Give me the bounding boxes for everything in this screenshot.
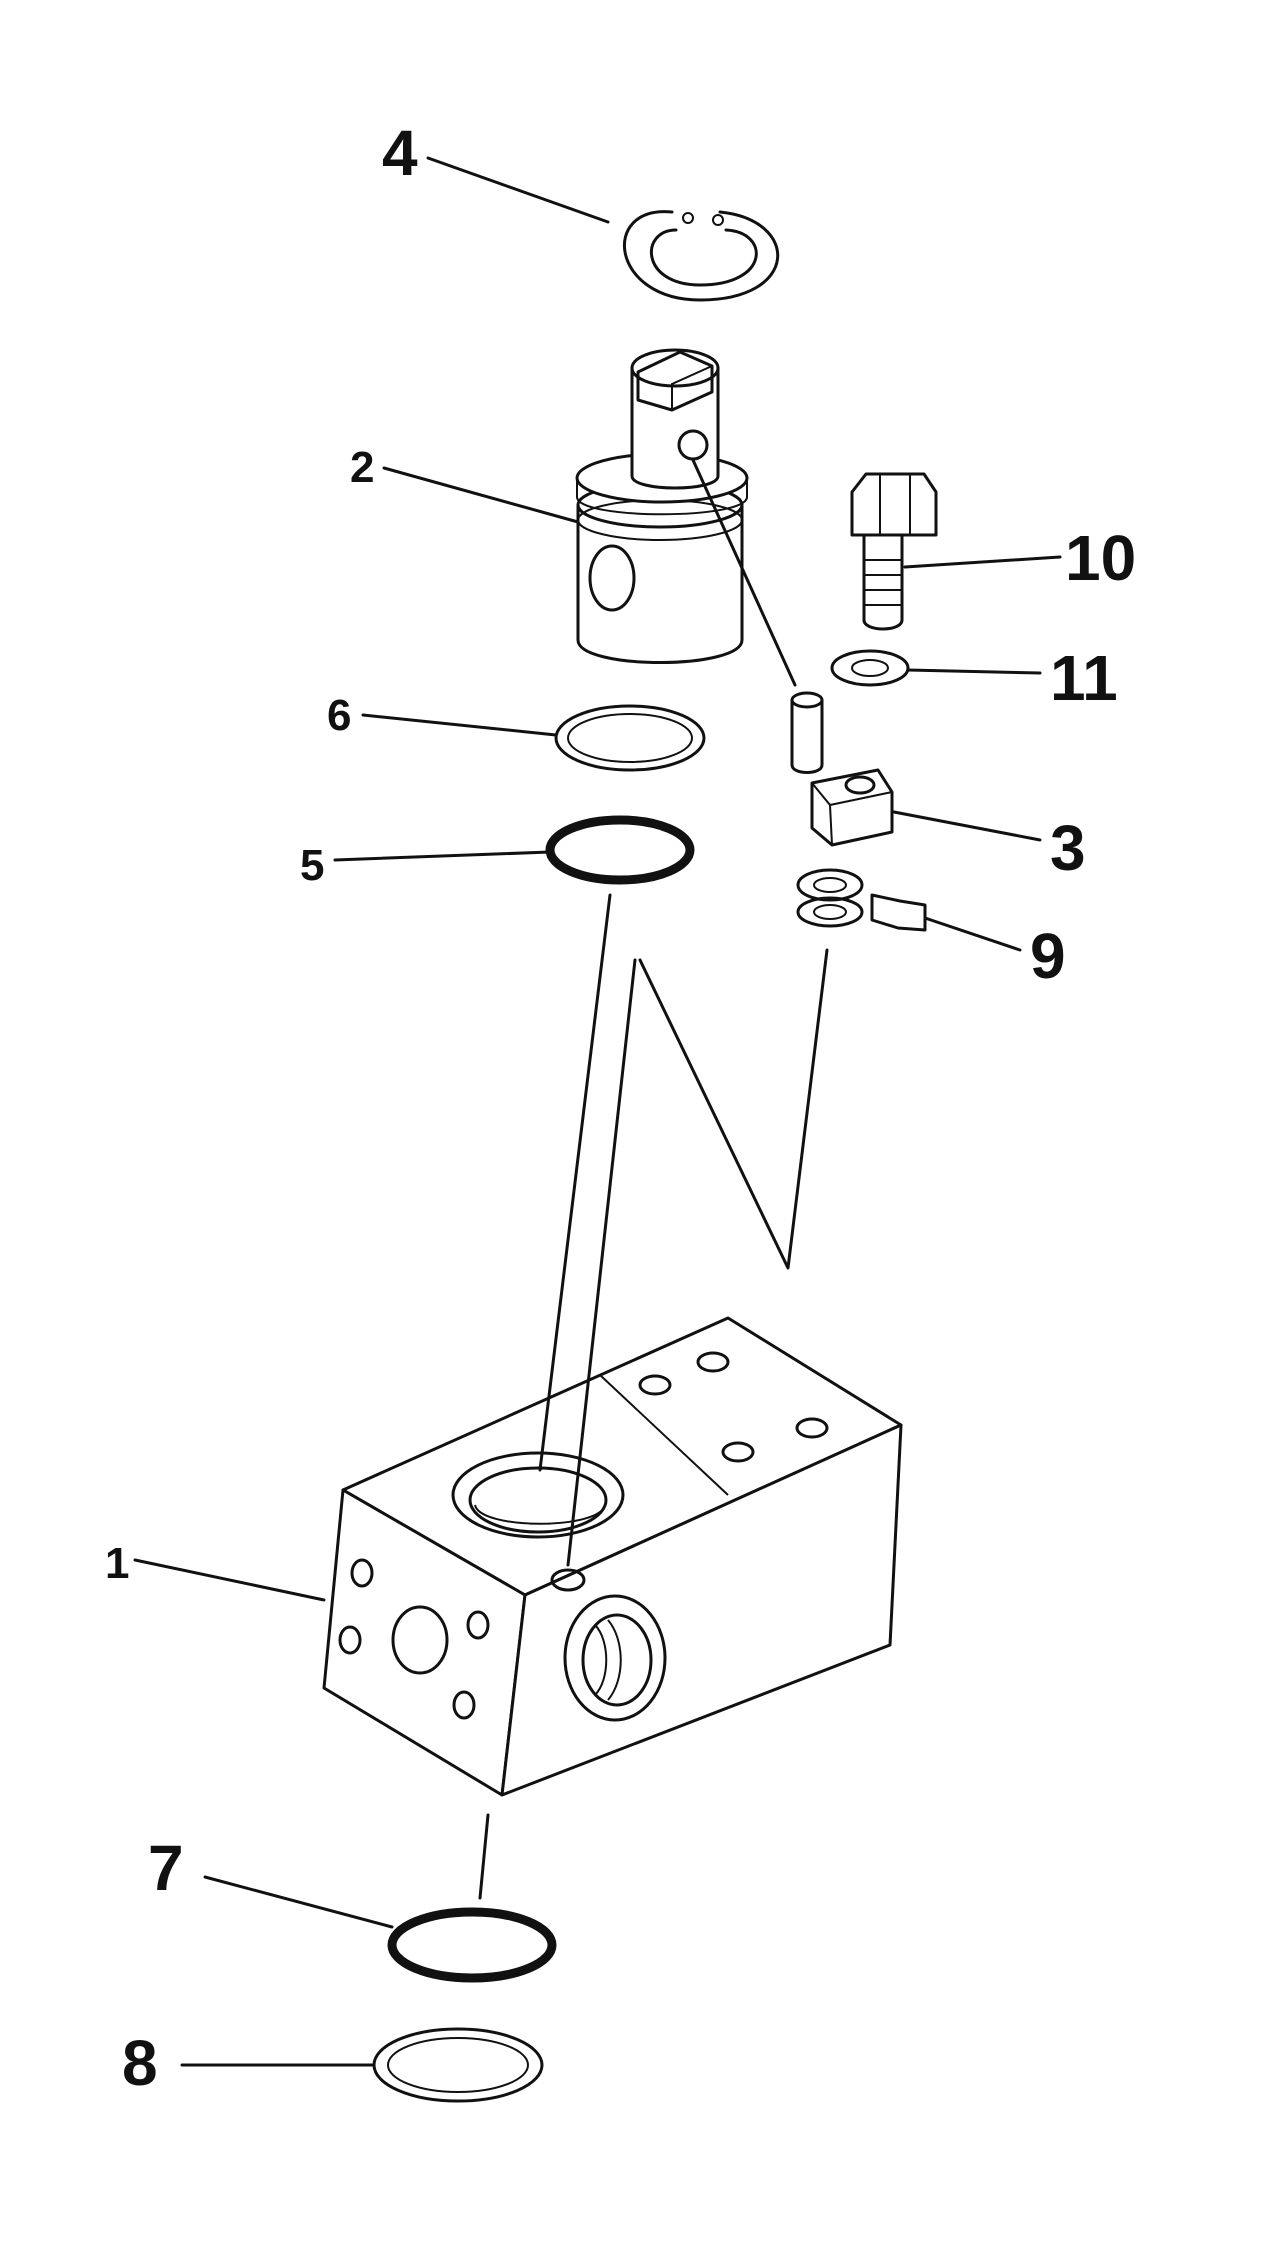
- leader-5: [333, 850, 552, 862]
- part-8-backup-ring: [372, 2027, 544, 2103]
- callout-2: 2: [350, 443, 374, 492]
- part-5-o-ring: [545, 815, 695, 885]
- part-3-stopper: [790, 691, 894, 847]
- part-4-snap-ring: [623, 210, 780, 302]
- callout-labels: 4 2 10 11 6 5 3 9 1 7 8: [105, 117, 1136, 2099]
- part-2-plunger: [575, 348, 749, 664]
- callout-1: 1: [105, 1539, 129, 1588]
- leader-1: [133, 1558, 326, 1602]
- part-9-screw-washer: [796, 868, 927, 932]
- callout-3: 3: [1050, 812, 1086, 884]
- leader-4: [426, 156, 610, 224]
- callout-5: 5: [300, 841, 324, 890]
- part-1-valve-body: [322, 1316, 903, 1797]
- part-11-washer: [830, 649, 910, 687]
- callout-6: 6: [327, 691, 351, 740]
- callout-4: 4: [382, 117, 418, 189]
- callout-11: 11: [1050, 642, 1118, 714]
- callout-9: 9: [1030, 920, 1066, 992]
- leader-7: [203, 1875, 394, 1929]
- part-10-bolt: [850, 472, 938, 631]
- assembly-guide-lines: [478, 458, 829, 1900]
- leader-9: [923, 916, 1022, 952]
- leader-11: [906, 668, 1042, 675]
- part-6-backup-ring: [554, 704, 706, 772]
- callout-7: 7: [148, 1832, 184, 1904]
- leader-2: [382, 466, 580, 524]
- leader-6: [361, 713, 558, 737]
- callout-10: 10: [1065, 522, 1136, 594]
- leader-10: [903, 555, 1062, 569]
- leader-3: [892, 810, 1042, 842]
- part-7-o-ring: [387, 1907, 557, 1983]
- leader-lines: [133, 156, 1062, 2067]
- callout-8: 8: [122, 2027, 158, 2099]
